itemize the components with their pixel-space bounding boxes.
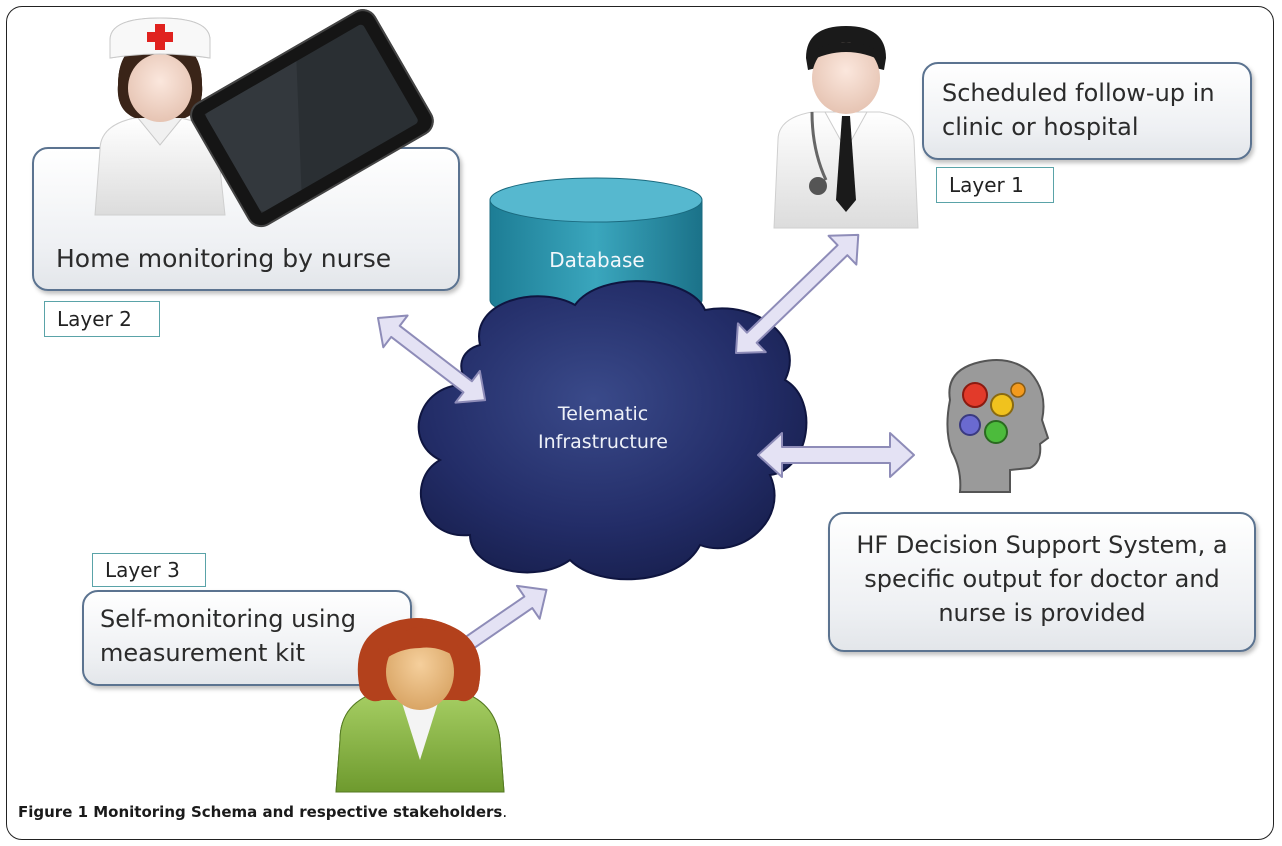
doctor-icon xyxy=(773,26,919,229)
arrow-nurse-cloud xyxy=(377,314,487,404)
nurse-box-label: Home monitoring by nurse xyxy=(56,244,392,273)
figure-frame xyxy=(6,6,1274,840)
self-box: Self-monitoring using measurement kit xyxy=(82,590,412,686)
doctor-box: Scheduled follow-up in clinic or hospita… xyxy=(922,62,1252,160)
caption-rest: . xyxy=(502,803,508,821)
database-icon xyxy=(489,177,703,323)
database-label: Database xyxy=(549,248,645,272)
figure-caption: Figure 1 Monitoring Schema and respectiv… xyxy=(18,803,507,821)
brain-gears-icon xyxy=(946,359,1050,493)
layer-2-tag: Layer 2 xyxy=(44,301,160,337)
layer-1-tag: Layer 1 xyxy=(936,167,1054,203)
cloud-label: Telematic Infrastructure xyxy=(537,403,668,453)
arrow-cloud-dss xyxy=(757,432,915,478)
patient-icon xyxy=(335,618,505,793)
layer-3-tag: Layer 3 xyxy=(92,553,206,587)
cloud-icon xyxy=(417,280,808,581)
self-box-label: Self-monitoring using measurement kit xyxy=(100,605,356,667)
dss-box-label: HF Decision Support System, a specific o… xyxy=(856,531,1228,627)
doctor-box-label: Scheduled follow-up in clinic or hospita… xyxy=(942,79,1215,141)
nurse-icon xyxy=(94,17,226,216)
caption-bold: Figure 1 Monitoring Schema and respectiv… xyxy=(18,803,503,821)
tablet-icon xyxy=(190,9,434,228)
arrow-doctor-cloud xyxy=(735,233,860,354)
dss-box: HF Decision Support System, a specific o… xyxy=(828,512,1256,652)
